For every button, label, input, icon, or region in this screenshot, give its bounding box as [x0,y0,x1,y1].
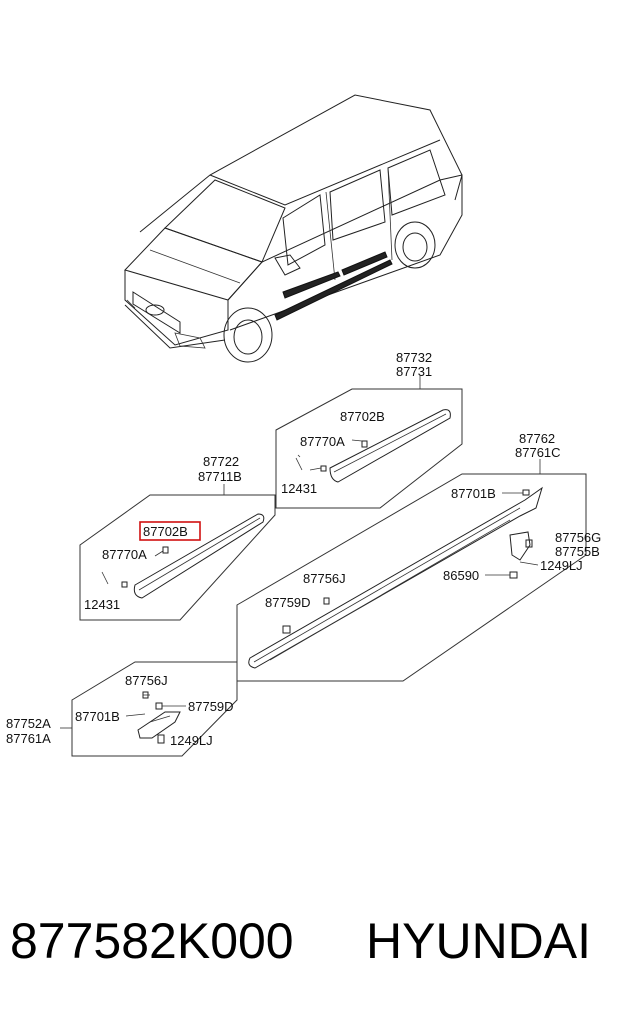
label-bottom-87701b: 87701B [75,709,120,724]
label-87711b: 87711B [198,469,242,484]
footer-part-number: 877582K000 [10,913,294,969]
label-right-87759d: 87759D [265,595,311,610]
label-bottom-87756j: 87756J [125,673,168,688]
label-top-87702b: 87702B [340,409,385,424]
label-87762: 87762 [519,431,555,446]
label-87731: 87731 [396,364,432,379]
label-bottom-87759d: 87759D [188,699,234,714]
footer-brand: HYUNDAI [366,913,591,969]
label-86590: 86590 [443,568,479,583]
highlight-box [139,521,201,541]
label-left-12431: 12431 [84,597,120,612]
label-left-87702b: 87702B [143,524,188,539]
label-top-12431: 12431 [281,481,317,496]
label-right-87756j: 87756J [303,571,346,586]
label-87752a: 87752A [6,716,51,731]
van-illustration [124,94,463,363]
label-87732: 87732 [396,350,432,365]
label-87761a: 87761A [6,731,51,746]
label-87761c: 87761C [515,445,561,460]
rear-door-moulding-panel [79,484,276,621]
end-piece-panel [60,661,238,757]
label-right-87701b: 87701B [451,486,496,501]
label-87756g: 87756G [555,530,601,545]
label-top-87770a: 87770A [300,434,345,449]
label-87755b: 87755B [555,544,600,559]
label-right-1249lj: 1249LJ [540,558,583,573]
label-left-87770a: 87770A [102,547,147,562]
front-door-moulding-panel [275,376,463,509]
label-bottom-1249lj: 1249LJ [170,733,213,748]
label-87722: 87722 [203,454,239,469]
